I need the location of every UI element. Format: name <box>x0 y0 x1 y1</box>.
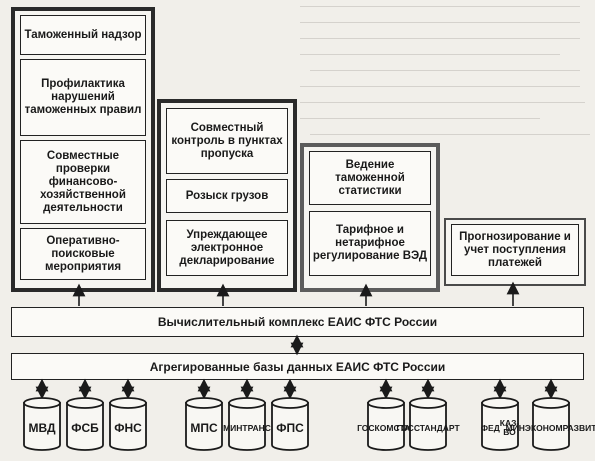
column-statistics-regulation: Ведение таможенной статистики Тарифное и… <box>300 143 440 292</box>
database-label-line: СТАТ <box>393 422 415 433</box>
database-cylinder: ФНС <box>109 397 147 451</box>
column-customs-control: Таможенный надзор Профилактика нарушений… <box>11 7 155 292</box>
database-label: МПС <box>185 409 223 447</box>
cell-preliminary-declaration: Упреждающее электронное декларирование <box>166 220 288 276</box>
database-label-line: ДАРТ <box>436 422 460 433</box>
database-label: ФСБ <box>66 409 104 447</box>
database-label-line: МИН <box>505 422 525 433</box>
cell-joint-checkpoint-control: Совместный контроль в пунктах пропуска <box>166 108 288 174</box>
cell-payments-forecasting: Прогнозирование и учет поступления плате… <box>451 224 579 276</box>
cell-tariff-regulation: Тарифное и нетарифное регулирование ВЭД <box>309 211 431 276</box>
database-label-line: ФСБ <box>71 421 99 435</box>
database-label-line: КОМ <box>374 422 394 433</box>
database-label-line: ФНС <box>114 421 142 435</box>
cell-customs-statistics: Ведение таможенной статистики <box>309 151 431 205</box>
cell-violation-prevention: Профилактика нарушений таможенных правил <box>20 59 146 136</box>
column-joint-control: Совместный контроль в пунктах пропуска Р… <box>157 99 297 292</box>
database-label: МВД <box>23 409 61 447</box>
cell-joint-audits: Совместные проверки финансово-хозяйствен… <box>20 140 146 224</box>
database-label-line: ГОС <box>396 422 414 433</box>
database-label-line: ФПС <box>276 421 304 435</box>
database-label-line: КАЗ-ВО <box>499 418 520 437</box>
database-label-line: ЭКОНОМ <box>524 422 563 433</box>
database-label-line: ГОС <box>357 422 375 433</box>
cell-customs-supervision: Таможенный надзор <box>20 15 146 55</box>
database-cylinder: МВД <box>23 397 61 451</box>
database-label-line: МПС <box>190 421 218 435</box>
database-label-line: ФЕД <box>480 422 500 433</box>
database-cylinder: МПС <box>185 397 223 451</box>
cell-cargo-search: Розыск грузов <box>166 179 288 213</box>
database-cylinder: ФСБ <box>66 397 104 451</box>
database-label-line: РАЗВИТ <box>562 422 595 433</box>
database-label-line: МВД <box>28 421 56 435</box>
database-label: ФНС <box>109 409 147 447</box>
database-label-line: ТРАНС <box>242 422 271 433</box>
cell-search-operations: Оперативно-поисковые мероприятия <box>20 228 146 280</box>
database-cylinder: ФПС <box>271 397 309 451</box>
database-label-line: МИН <box>223 422 243 433</box>
database-label: ФПС <box>271 409 309 447</box>
computing-complex-bar: Вычислительный комплекс ЕАИС ФТС России <box>11 307 584 337</box>
database-label-line: СТАН <box>413 422 437 433</box>
